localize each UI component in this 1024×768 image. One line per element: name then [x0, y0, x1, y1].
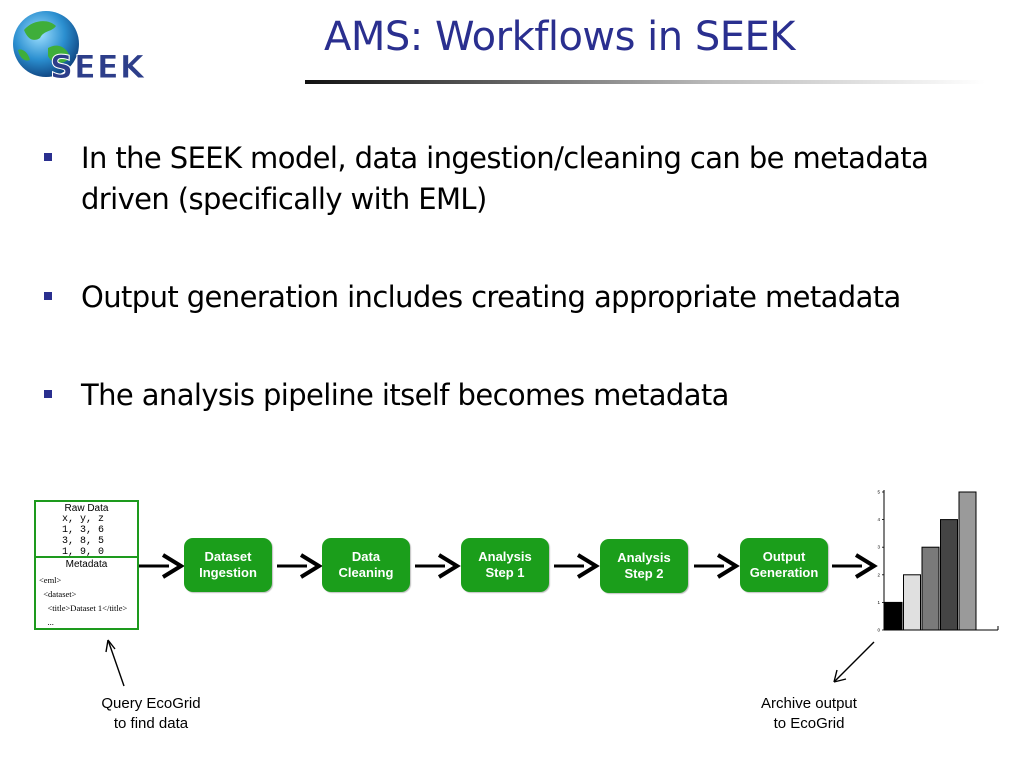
raw-data-line: x, y, z [62, 514, 105, 525]
chart-bar [940, 519, 958, 631]
archive-pointer-arrow-icon [833, 641, 875, 683]
y-tick-label: 5 [877, 490, 880, 495]
flow-arrow-icon [694, 553, 740, 579]
step-data-cleaning: Data Cleaning [322, 538, 410, 592]
step-analysis-2: Analysis Step 2 [600, 539, 688, 593]
metadata-line: <title>Dataset 1</title> [39, 603, 128, 613]
logo-wordmark: SEEK [50, 48, 146, 86]
metadata-title: Metadata [65, 559, 108, 570]
metadata-line: ... [39, 617, 54, 627]
y-tick-label: 0 [877, 628, 880, 633]
bullet-text: In the SEEK model, data ingestion/cleani… [81, 141, 929, 216]
chart-bar [958, 491, 977, 631]
metadata-section: Metadata <eml> <dataset> <title>Dataset … [36, 559, 137, 629]
bullet-marker-icon [44, 390, 52, 398]
output-bar-chart: 0 1 2 3 4 5 [877, 490, 999, 633]
raw-data-line: 1, 3, 6 [62, 525, 105, 536]
raw-data-section: Raw Data x, y, z 1, 3, 6 3, 8, 5 1, 9, 0 [36, 503, 137, 558]
chart-bar [921, 546, 940, 631]
raw-data-line: 3, 8, 5 [62, 536, 105, 547]
metadata-eml: <eml> <dataset> <title>Dataset 1</title>… [39, 573, 137, 629]
flow-arrow-icon [554, 553, 600, 579]
metadata-line: <dataset> [39, 589, 77, 599]
caption-query-ecogrid: Query EcoGrid to find data [101, 695, 201, 732]
y-tick-label: 1 [877, 600, 880, 605]
y-tick-label: 3 [877, 545, 880, 550]
bullet-item: The analysis pipeline itself becomes met… [44, 375, 1004, 416]
bullet-list: In the SEEK model, data ingestion/cleani… [44, 138, 1004, 416]
step-output-generation: Output Generation [740, 538, 828, 592]
raw-data-line: 1, 9, 0 [62, 547, 105, 558]
y-tick-label: 4 [877, 517, 880, 522]
chart-bar [903, 574, 921, 631]
flow-arrow-icon [415, 553, 461, 579]
title-underline [305, 80, 985, 84]
chart-bar [884, 601, 903, 631]
raw-data-metadata-card: Raw Data x, y, z 1, 3, 6 3, 8, 5 1, 9, 0… [34, 500, 139, 630]
bullet-marker-icon [44, 292, 52, 300]
flow-arrow-icon [832, 553, 878, 579]
bullet-marker-icon [44, 153, 52, 161]
metadata-line: <eml> [39, 575, 62, 585]
y-tick-label: 2 [877, 572, 880, 577]
bullet-text: The analysis pipeline itself becomes met… [81, 378, 729, 412]
caption-archive-ecogrid: Archive output to EcoGrid [761, 695, 857, 732]
query-pointer-arrow-icon [105, 639, 125, 687]
bullet-text: Output generation includes creating appr… [81, 280, 901, 314]
flow-arrow-icon [277, 553, 323, 579]
bullet-item: In the SEEK model, data ingestion/cleani… [44, 138, 1004, 220]
step-dataset-ingestion: Dataset Ingestion [184, 538, 272, 592]
raw-data-table: x, y, z 1, 3, 6 3, 8, 5 1, 9, 0 [62, 514, 137, 558]
flow-arrow-icon [139, 553, 185, 579]
bullet-item: Output generation includes creating appr… [44, 277, 1004, 318]
slide-title: AMS: Workflows in SEEK [324, 14, 796, 60]
raw-data-title: Raw Data [64, 503, 109, 514]
seek-logo: SEEK [13, 11, 146, 87]
step-analysis-1: Analysis Step 1 [461, 538, 549, 592]
